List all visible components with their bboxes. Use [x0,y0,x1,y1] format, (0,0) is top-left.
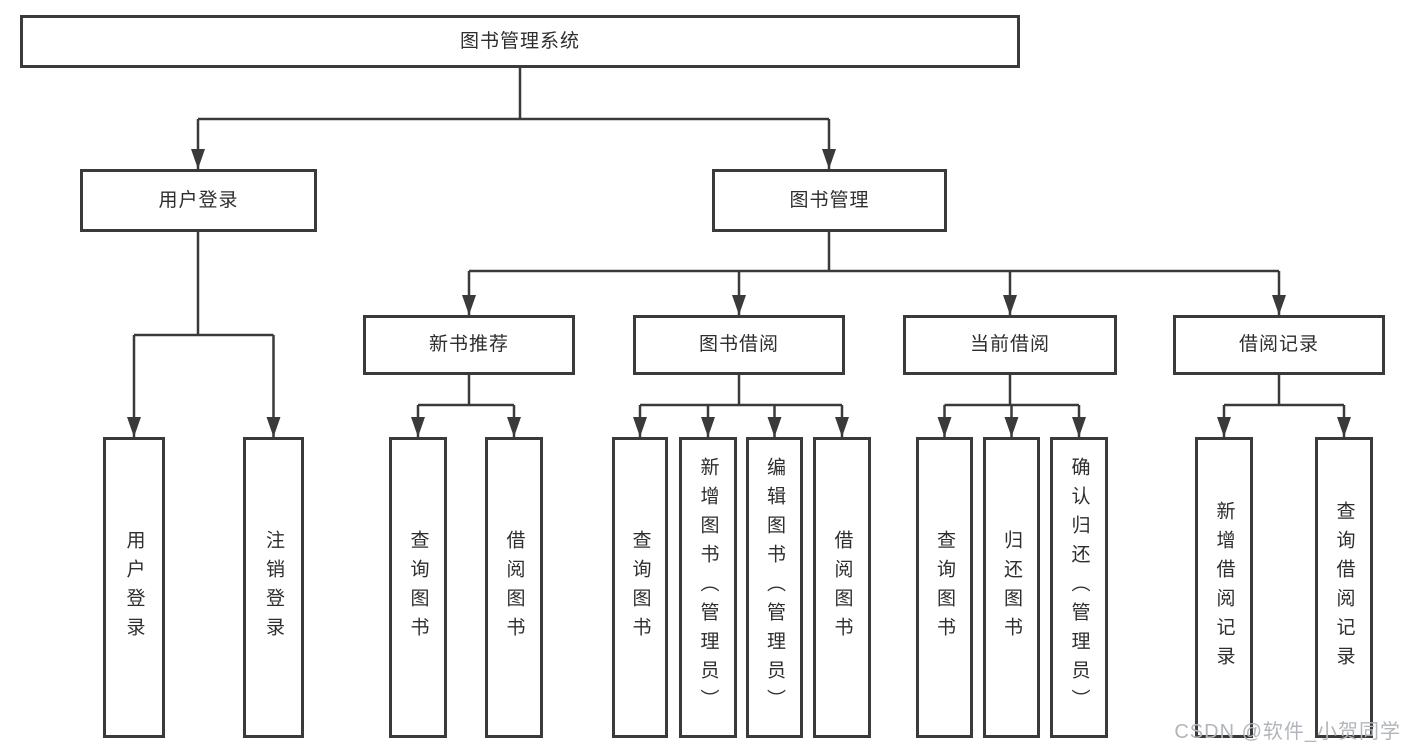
node-user-login: 用户登录 [80,169,317,232]
leaf-user-login: 用户登录 [103,437,165,738]
leaf-add-borrow-record: 新增借阅记录 [1195,437,1253,738]
node-book-management: 图书管理 [712,169,947,232]
node-borrowing-records: 借阅记录 [1173,315,1385,375]
node-library-system: 图书管理系统 [20,15,1020,68]
leaf-query-borrow-record: 查询借阅记录 [1315,437,1373,738]
leaf-add-books-admin: 新增图书（管理员） [679,437,737,738]
leaf-edit-books-admin: 编辑图书（管理员） [746,437,803,738]
leaf-query-books-newbooks: 查询图书 [389,437,447,738]
leaf-borrow-books-borrowing: 借阅图书 [813,437,871,738]
leaf-logout: 注销登录 [243,437,304,738]
csdn-watermark: CSDN @软件_小贺同学 [1174,721,1401,743]
node-current-borrowing: 当前借阅 [903,315,1117,375]
leaf-borrow-books-newbooks: 借阅图书 [485,437,543,738]
node-book-borrowing: 图书借阅 [633,315,845,375]
leaf-return-books: 归还图书 [983,437,1040,738]
leaf-query-books-current: 查询图书 [916,437,973,738]
leaf-query-books-borrowing: 查询图书 [612,437,668,738]
node-new-book-recommend: 新书推荐 [363,315,575,375]
leaf-confirm-return-admin: 确认归还（管理员） [1050,437,1108,738]
